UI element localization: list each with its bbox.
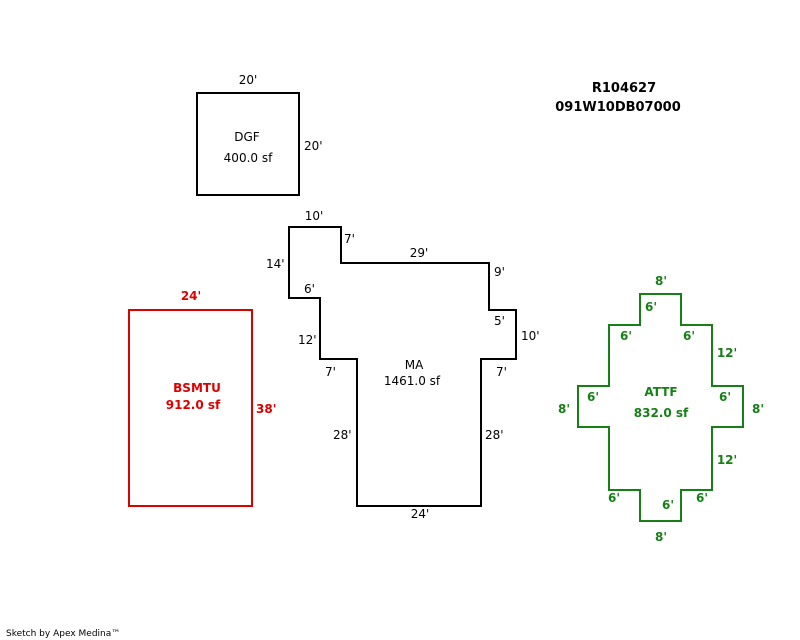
attf-area-value: 832.0 sf <box>634 406 689 420</box>
dgf-outline <box>196 92 300 196</box>
ma-dim-notch: 5' <box>494 314 505 328</box>
bsmtu-area-value: 912.0 sf <box>166 398 221 412</box>
ma-dim-right-upper: 9' <box>494 265 505 279</box>
attf-dim-upper-right-step: 6' <box>683 329 695 343</box>
attf-outline <box>577 293 744 522</box>
dgf-area-value: 400.0 sf <box>224 151 273 165</box>
attf-name: ATTF <box>644 385 677 399</box>
bsmtu-area: 24' 38' BSMTU 912.0 sf <box>128 289 276 507</box>
ma-name: MA <box>405 358 424 372</box>
ma-dim-left-notch: 6' <box>304 282 315 296</box>
attf-dim-right: 8' <box>752 402 764 416</box>
attf-dim-upper-left-step: 6' <box>620 329 632 343</box>
ma-area: 10' 7' 29' 9' 5' 10' 7' 28' 24' 28' 7' 1… <box>266 209 540 521</box>
bsmtu-name: BSMTU <box>173 381 221 395</box>
attf-dim-lower-left-step: 6' <box>608 491 620 505</box>
ma-dim-right-step: 7' <box>496 365 507 379</box>
bsmtu-dim-right: 38' <box>256 402 276 416</box>
dgf-name: DGF <box>234 130 260 144</box>
ma-dim-left-upper: 14' <box>266 257 285 271</box>
ma-area-value: 1461.0 sf <box>384 374 441 388</box>
attf-dim-upper-right: 12' <box>717 346 737 360</box>
attf-dim-top-inner: 6' <box>645 300 657 314</box>
attf-area: 8' 6' 6' 12' 6' 8' 12' 6' 6' 8' 6' 8' 6'… <box>558 274 764 544</box>
attf-dim-lower-right-step: 6' <box>696 491 708 505</box>
ma-dim-top: 29' <box>410 246 429 260</box>
sketch-credit: Sketch by Apex Medina™ <box>6 629 120 639</box>
attf-dim-lower-right: 12' <box>717 453 737 467</box>
attf-dim-left-inner: 6' <box>587 390 599 404</box>
ma-dim-left-step: 7' <box>325 365 336 379</box>
ma-outline <box>288 226 517 507</box>
dgf-dim-right: 20' <box>304 139 323 153</box>
attf-dim-top: 8' <box>655 274 667 288</box>
ma-dim-left: 28' <box>333 428 352 442</box>
ma-dim-right: 28' <box>485 428 504 442</box>
parcel-number: 091W10DB07000 <box>555 100 681 115</box>
dgf-area: 20' 20' DGF 400.0 sf <box>196 73 323 196</box>
attf-dim-right-inner: 6' <box>719 390 731 404</box>
ma-dim-top-left: 10' <box>305 209 324 223</box>
ma-dim-left-mid: 12' <box>298 333 317 347</box>
attf-dim-bottom-inner: 6' <box>662 498 674 512</box>
ma-dim-bump: 10' <box>521 329 540 343</box>
bsmtu-dim-top: 24' <box>181 289 201 303</box>
ma-dim-step-down: 7' <box>344 232 355 246</box>
dgf-dim-top: 20' <box>239 73 258 87</box>
attf-dim-left: 8' <box>558 402 570 416</box>
parcel-id: R104627 <box>592 81 656 96</box>
ma-dim-bottom: 24' <box>411 507 430 521</box>
bsmtu-outline <box>128 309 253 507</box>
attf-dim-bottom: 8' <box>655 530 667 544</box>
